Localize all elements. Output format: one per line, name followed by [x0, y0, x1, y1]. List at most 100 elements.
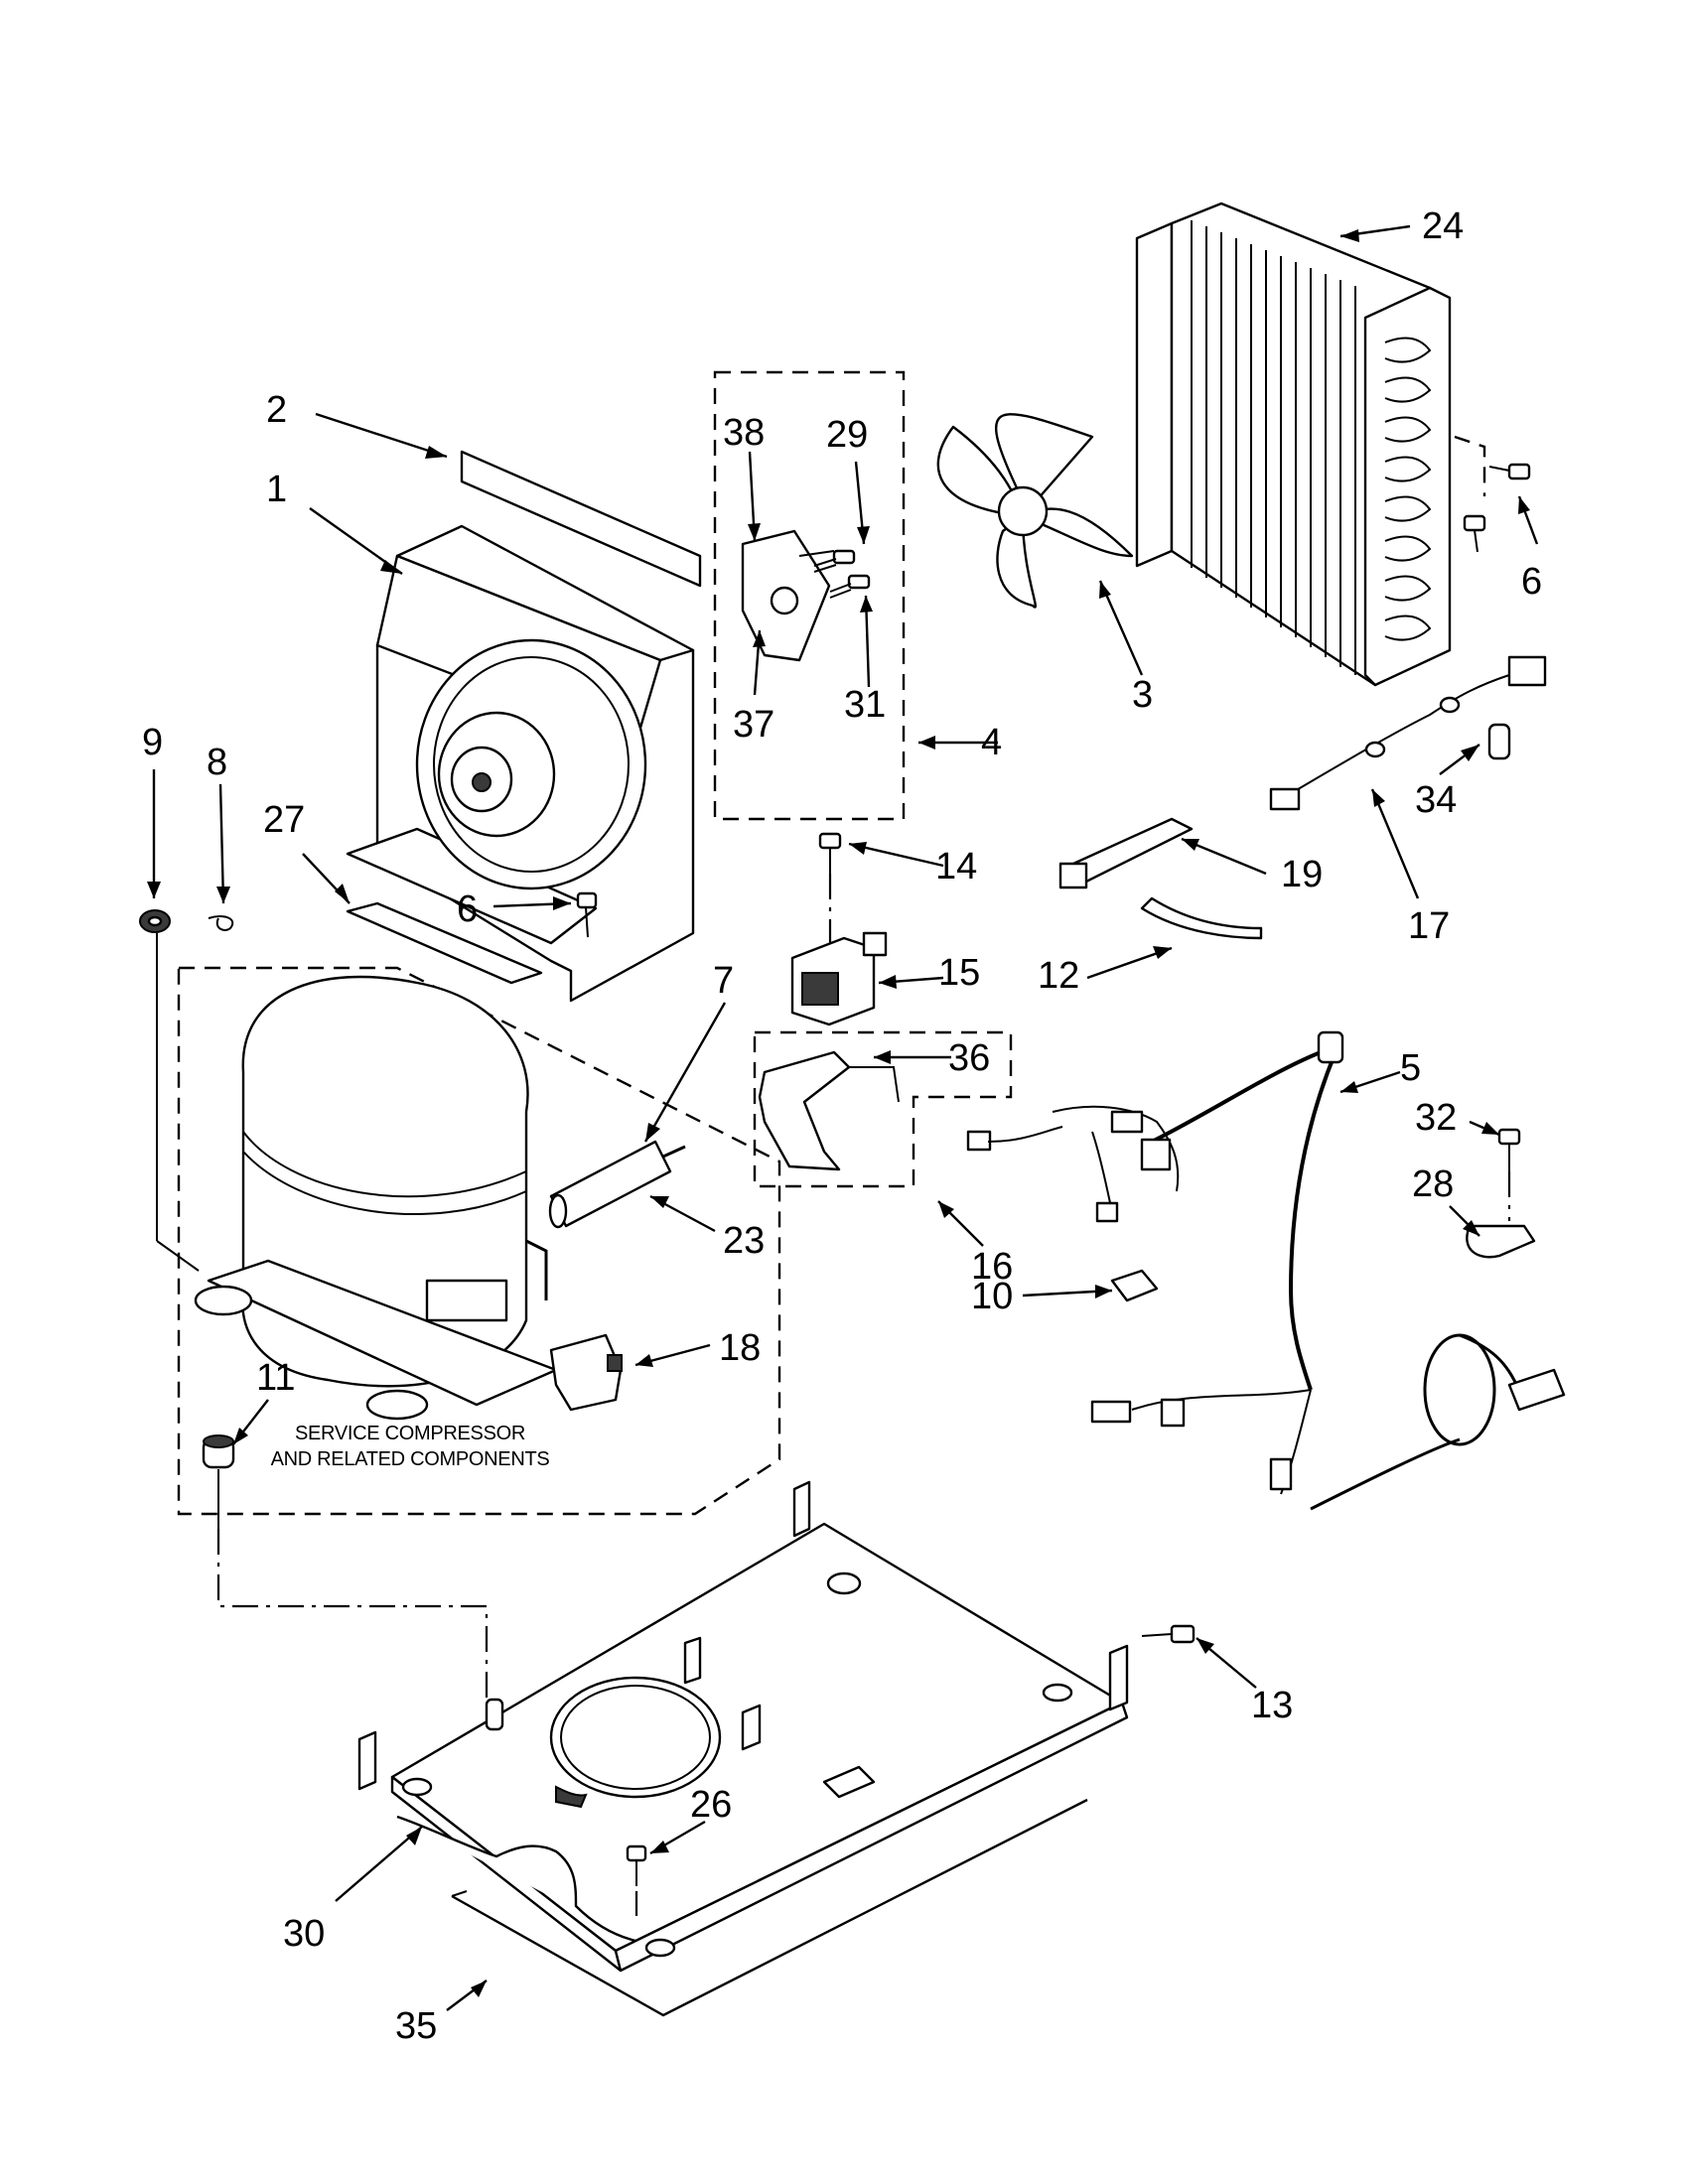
- screw-6-lower: [1463, 514, 1486, 553]
- callout-26: 26: [690, 1784, 732, 1826]
- rubber-mount-top: [203, 1434, 234, 1448]
- condenser-fins: [1191, 220, 1356, 675]
- base-pan-drain: [555, 1785, 588, 1809]
- harness-branch-left: [1052, 1105, 1180, 1192]
- callout-11: 11: [256, 1357, 295, 1399]
- overload-relay: [549, 1333, 623, 1412]
- base-pan-tab-rear: [792, 1480, 811, 1538]
- compressor-seam-2: [242, 1151, 527, 1215]
- callout-13: 13: [1251, 1685, 1293, 1726]
- power-plug: [1507, 1368, 1566, 1412]
- drier-body: [549, 1140, 672, 1228]
- callout-31: 31: [844, 684, 886, 726]
- fan-blade-lower: [996, 514, 1037, 609]
- compressor-tube: [525, 1239, 548, 1300]
- callout-14: 14: [935, 846, 977, 887]
- callout-19: 19: [1281, 854, 1323, 895]
- power-cord: [1310, 1333, 1566, 1511]
- screw-26: [626, 1844, 647, 1886]
- base-pan-slot: [822, 1765, 876, 1799]
- harness-main-cable: [1288, 1051, 1337, 1391]
- sensor-connector: [1507, 655, 1547, 687]
- base-pan-tab-left: [357, 1730, 377, 1791]
- screw-6-leader-dash: [1454, 435, 1486, 496]
- callout-4: 4: [981, 722, 1002, 763]
- callout-7: 7: [713, 960, 734, 1002]
- sensor-harness: [1269, 655, 1547, 811]
- callout-23: 23: [723, 1220, 765, 1262]
- base-pan-bracket-2: [741, 1704, 762, 1751]
- condenser: [1135, 202, 1531, 687]
- dimension-end-left: [451, 1890, 468, 1897]
- service-compressor-dashed-box: [177, 966, 781, 1516]
- cable-tie: [1058, 817, 1194, 889]
- compressor-mount-foot-front: [365, 1389, 429, 1421]
- callout-18: 18: [719, 1327, 761, 1369]
- condenser-end-plate-right: [1363, 286, 1452, 687]
- fan-hub: [997, 485, 1049, 537]
- callout-8: 8: [207, 742, 227, 783]
- callout-34: 34: [1415, 779, 1457, 821]
- kit-dashed-box: [713, 370, 906, 821]
- base-pan-right-edge: [614, 1701, 1129, 1973]
- leader-arrowheads: [147, 229, 1530, 1997]
- callout-30: 30: [283, 1913, 325, 1955]
- callout-35: 35: [395, 2005, 437, 2047]
- callout-32: 32: [1415, 1097, 1457, 1139]
- callout-9: 9: [142, 722, 163, 763]
- thermistor-cap: [1487, 723, 1511, 760]
- harness-connector-4: [966, 1130, 992, 1152]
- retaining-clip: [208, 915, 234, 931]
- bracket-edge: [798, 550, 835, 557]
- base-pan-compressor-opening: [549, 1676, 722, 1799]
- callout-24: 24: [1422, 205, 1464, 247]
- callout-5: 5: [1400, 1047, 1421, 1089]
- callout-15: 15: [938, 952, 980, 994]
- sensor-bead-2: [1439, 696, 1461, 714]
- fan-blade-right: [1021, 507, 1134, 558]
- cord-clamp: [1466, 1224, 1536, 1259]
- callout-2: 2: [266, 389, 287, 431]
- harness-grommet: [1317, 1030, 1344, 1064]
- service-note-line-2: AND RELATED COMPONENTS: [271, 1448, 550, 1470]
- callout-12: 12: [1038, 955, 1079, 997]
- callout-29: 29: [826, 414, 868, 456]
- motor-bracket-kit: [713, 370, 906, 821]
- base-pan-tab-right: [1108, 1644, 1129, 1711]
- mount-centerline: [216, 1529, 489, 1700]
- screw-6-shroud: [576, 891, 598, 938]
- compressor-terminal-cover: [425, 1279, 508, 1322]
- power-cord-coil: [1423, 1333, 1496, 1446]
- compressor: [194, 975, 623, 1421]
- compressor-seam: [242, 1131, 527, 1198]
- base-pan-dimension-lines: [451, 1798, 1088, 2017]
- base-pan-front-lip: [396, 1815, 636, 1943]
- harness-clip: [1110, 1269, 1159, 1302]
- drier-stub: [662, 1145, 686, 1159]
- harness-branch-drop: [1091, 1131, 1113, 1212]
- callout-10: 10: [971, 1276, 1013, 1317]
- solenoid-terminal: [862, 931, 888, 957]
- overload-relay-pin: [607, 1354, 623, 1372]
- fan-blade: [936, 413, 1134, 609]
- cable-tie-head: [1058, 862, 1088, 889]
- bracket-kit-dashed-box: [753, 1030, 1013, 1188]
- solenoid-valve: [790, 931, 888, 1026]
- screw-31: [829, 574, 871, 599]
- fan-motor-shaft: [472, 772, 492, 792]
- grommet-axis-bend: [156, 1240, 200, 1272]
- callout-38: 38: [723, 412, 765, 454]
- harness-connector-6: [1160, 1398, 1186, 1428]
- screw-13: [1141, 1624, 1196, 1644]
- harness-connector-5: [1090, 1400, 1132, 1424]
- wire-harness: [966, 1030, 1344, 1495]
- callout-16: 16: [971, 1246, 1013, 1288]
- fan-blade-left: [936, 425, 1025, 518]
- harness-connector-7: [1269, 1457, 1293, 1491]
- power-cord-run: [1310, 1437, 1461, 1511]
- screw-29: [813, 549, 856, 573]
- base-pan-hole-front: [644, 1938, 676, 1958]
- insulation-pad: [346, 901, 543, 985]
- harness-lower-left: [1131, 1389, 1312, 1411]
